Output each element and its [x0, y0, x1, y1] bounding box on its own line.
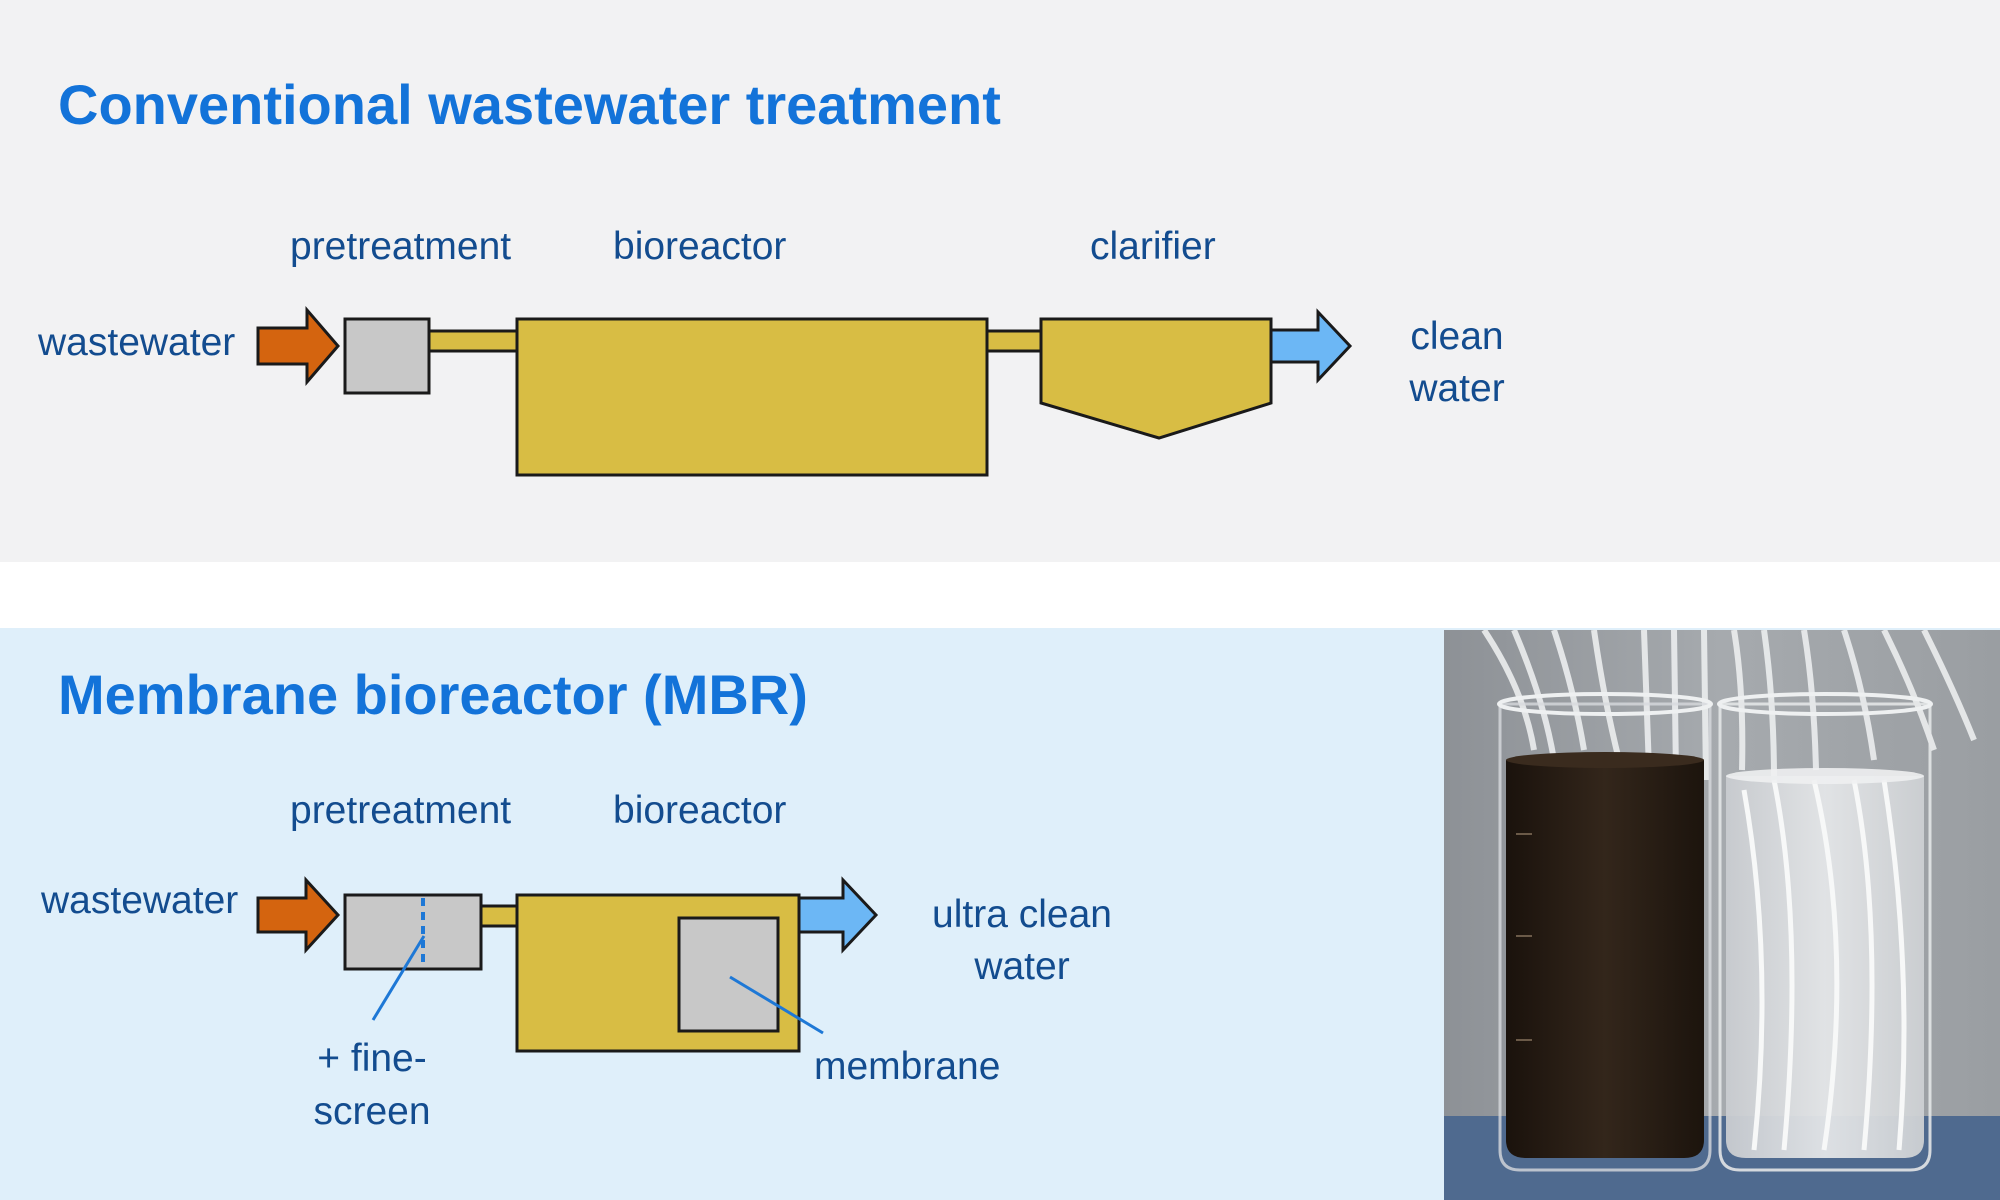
mbr-screen-label: screen	[313, 1090, 431, 1133]
conventional-diagram	[256, 305, 1353, 477]
mbr-inflow-arrow	[256, 876, 341, 954]
conventional-clarifier-label: clarifier	[1090, 225, 1216, 268]
mbr-pretreatment-label: pretreatment	[290, 789, 512, 832]
mbr-diagram	[256, 876, 879, 1053]
conventional-pipe-2	[985, 329, 1043, 353]
conventional-wastewater-label: wastewater	[38, 321, 236, 364]
mbr-ultra-clean-label: ultra clean	[932, 893, 1112, 936]
mbr-pipe	[479, 904, 519, 928]
beakers-photo	[1444, 630, 2000, 1200]
mbr-membrane-pointer	[729, 975, 824, 1035]
mbr-water-label: water	[974, 945, 1070, 988]
mbr-bioreactor-label: bioreactor	[613, 789, 787, 832]
conventional-outflow-arrow	[1269, 308, 1353, 384]
conventional-clarifier-tank	[1039, 317, 1273, 440]
conventional-water-label: water	[1409, 367, 1505, 410]
conventional-inflow-arrow	[256, 305, 340, 387]
conventional-pretreatment-label: pretreatment	[290, 225, 512, 268]
mbr-wastewater-label: wastewater	[41, 879, 239, 922]
conventional-panel: Conventional wastewater treatment wastew…	[0, 0, 2000, 562]
mbr-pretreatment-box	[343, 893, 483, 971]
mbr-fine-screen-pointer	[371, 935, 426, 1021]
conventional-bioreactor-tank	[515, 317, 989, 477]
mbr-membrane	[677, 916, 780, 1033]
conventional-clean-label: clean	[1410, 315, 1504, 358]
conventional-bioreactor-label: bioreactor	[613, 225, 787, 268]
mbr-fine-label: + fine-	[317, 1037, 427, 1080]
mbr-membrane-label: membrane	[814, 1045, 1001, 1088]
conventional-pretreatment-box	[343, 317, 431, 395]
conventional-pipe-1	[427, 329, 519, 353]
mbr-title: Membrane bioreactor (MBR)	[58, 663, 808, 726]
conventional-title: Conventional wastewater treatment	[58, 73, 1001, 136]
mbr-outflow-arrow	[797, 876, 879, 954]
